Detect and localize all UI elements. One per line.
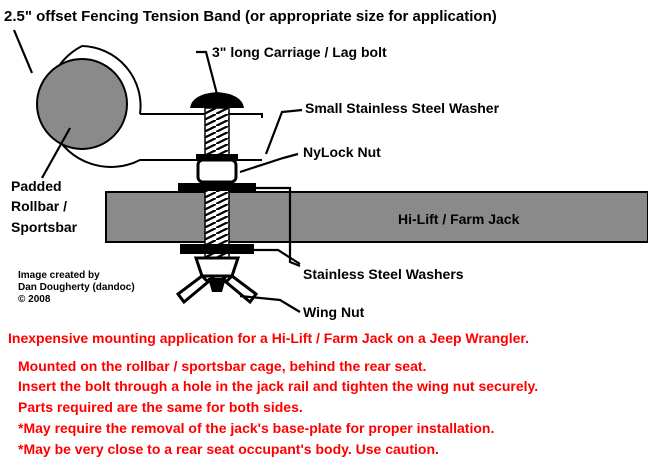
jack-label: Hi-Lift / Farm Jack xyxy=(398,211,520,227)
rollbar-circle xyxy=(36,58,128,150)
note-item: Mounted on the rollbar / sportsbar cage,… xyxy=(18,358,427,374)
bolt-head xyxy=(190,92,244,108)
tension-band-label: 2.5" offset Fencing Tension Band (or app… xyxy=(4,8,497,25)
note-item: *May require the removal of the jack's b… xyxy=(18,420,495,436)
credit-line2: Dan Dougherty (dandoc) xyxy=(18,282,135,293)
notes-heading: Inexpensive mounting application for a H… xyxy=(8,330,529,346)
note-item: Parts required are the same for both sid… xyxy=(18,399,303,415)
upper-washer xyxy=(178,183,256,191)
small-washer xyxy=(196,154,238,160)
note-item: Insert the bolt through a hole in the ja… xyxy=(18,378,539,394)
wing-nut xyxy=(175,256,259,305)
rollbar-label-line1: Padded xyxy=(11,178,62,194)
nylock-nut xyxy=(196,158,238,184)
rollbar-label-line3: Sportsbar xyxy=(11,219,78,235)
bolt-shaft xyxy=(204,107,230,281)
wing-nut-label: Wing Nut xyxy=(303,304,365,320)
credit-line3: © 2008 xyxy=(18,294,51,305)
leader-lines xyxy=(12,29,303,313)
note-item: *May be very close to a rear seat occupa… xyxy=(18,441,439,457)
credit-line1: Image created by xyxy=(18,270,100,281)
nylock-nut-label: NyLock Nut xyxy=(303,144,381,160)
jack-rail xyxy=(105,191,648,243)
lower-washer xyxy=(180,244,254,254)
small-washer-label: Small Stainless Steel Washer xyxy=(305,100,500,116)
stainless-washers-label: Stainless Steel Washers xyxy=(303,266,464,282)
rollbar-label-line2: Rollbar / xyxy=(11,198,68,214)
carriage-bolt-label: 3" long Carriage / Lag bolt xyxy=(212,44,387,60)
